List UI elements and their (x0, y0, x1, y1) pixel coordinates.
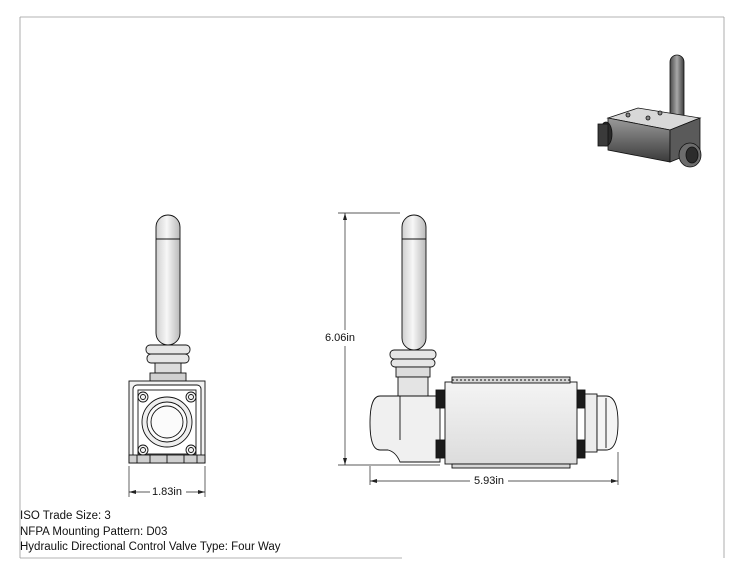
side-view (369, 214, 619, 469)
height-dimension (338, 212, 440, 466)
title-block-notes: ISO Trade Size: 3 NFPA Mounting Pattern:… (20, 509, 281, 556)
height-dimension-label: 6.06in (325, 332, 355, 344)
sheet-border (19, 16, 725, 559)
iso-trade-size-note: ISO Trade Size: 3 (20, 510, 111, 522)
front-view (128, 214, 206, 464)
width-dimension-label: 1.83in (152, 486, 182, 498)
width-dimension (128, 466, 206, 497)
length-dimension-label: 5.93in (474, 475, 504, 487)
valve-type-note: Hydraulic Directional Control Valve Type… (20, 541, 281, 553)
mounting-pattern-note: NFPA Mounting Pattern: D03 (20, 525, 168, 538)
length-dimension (369, 452, 619, 485)
isometric-view (597, 54, 702, 168)
